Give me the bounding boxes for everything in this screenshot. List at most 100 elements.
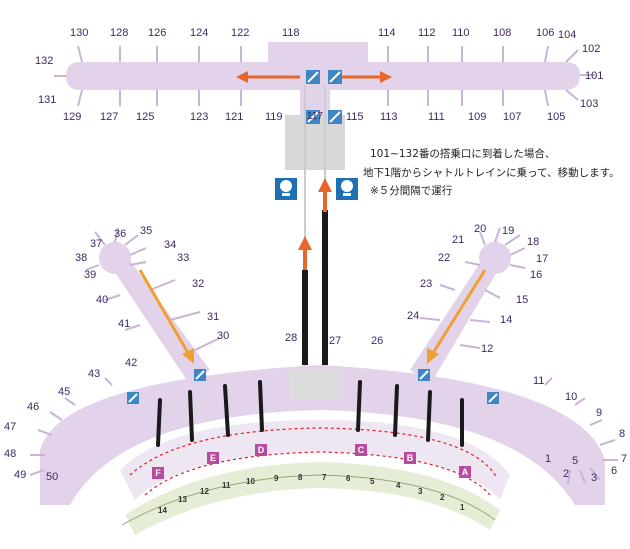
gate-1: 1 [545, 453, 551, 465]
concourse-direction-arrows [236, 71, 392, 83]
gate-132: 132 [35, 55, 53, 67]
gate-130: 130 [70, 27, 88, 39]
gate-16: 16 [530, 269, 542, 281]
gate-113: 113 [380, 111, 398, 123]
gate-105: 105 [547, 111, 565, 123]
gate-26: 26 [371, 335, 383, 347]
gate-112: 112 [418, 27, 436, 39]
gate-127: 127 [100, 111, 118, 123]
counter-11: 11 [222, 481, 231, 490]
counter-9: 9 [274, 474, 279, 483]
counter-1: 1 [460, 503, 465, 512]
gate-38: 38 [75, 252, 87, 264]
gate-118: 118 [282, 27, 300, 39]
gate-111: 111 [428, 111, 445, 123]
gate-5: 5 [572, 455, 578, 467]
gate-34: 34 [164, 239, 176, 251]
gate-49: 49 [14, 469, 26, 481]
gate-121: 121 [225, 111, 243, 123]
counter-8: 8 [298, 473, 303, 482]
gate-50: 50 [46, 471, 58, 483]
counter-10: 10 [246, 477, 255, 486]
gate-42: 42 [125, 357, 137, 369]
gate-7: 7 [621, 453, 627, 465]
gate-114: 114 [378, 27, 396, 39]
gate-labels: 130 128 126 124 122 118 114 112 110 108 … [4, 27, 627, 484]
gate-101: 101 [585, 70, 603, 82]
gate-41: 41 [118, 318, 130, 330]
gate-3: 3 [591, 472, 597, 484]
gate-23: 23 [420, 278, 432, 290]
gate-102: 102 [582, 43, 600, 55]
gate-9: 9 [596, 407, 602, 419]
gate-17: 17 [536, 253, 548, 265]
shuttle-station [290, 370, 340, 400]
counter-13: 13 [178, 495, 187, 504]
gate-125: 125 [136, 111, 154, 123]
zone-label-a: A [462, 467, 469, 477]
zone-label-d: D [258, 445, 265, 455]
gate-2: 2 [563, 468, 569, 480]
checkin-zone-markers: F E D C B A [152, 444, 471, 479]
gate-47: 47 [4, 421, 16, 433]
gate-22: 22 [438, 252, 450, 264]
gate-131: 131 [38, 94, 56, 106]
counter-14: 14 [158, 506, 167, 515]
gate-128: 128 [110, 27, 128, 39]
shuttle-notice: 101~132番の搭乗口に到着した場合、 地下1階からシャトルトレインに乗って、… [363, 147, 620, 197]
gate-30: 30 [217, 330, 229, 342]
counter-4: 4 [396, 481, 401, 490]
shuttle-train-icon [275, 178, 358, 200]
counter-6: 6 [346, 474, 351, 483]
counter-7: 7 [322, 473, 327, 482]
gate-109: 109 [468, 111, 486, 123]
gate-37: 37 [90, 238, 102, 250]
notice-line-2: 地下1階からシャトルトレインに乗って、移動します。 [363, 166, 620, 179]
gate-36: 36 [114, 228, 126, 240]
gate-27: 27 [329, 335, 341, 347]
gate-107: 107 [503, 111, 521, 123]
gate-129: 129 [63, 111, 81, 123]
gate-126: 126 [148, 27, 166, 39]
gate-123: 123 [190, 111, 208, 123]
gate-19: 19 [502, 225, 514, 237]
counter-12: 12 [200, 487, 209, 496]
gate-119: 119 [265, 111, 283, 123]
counter-5: 5 [370, 477, 375, 486]
gate-6: 6 [611, 465, 617, 477]
gate-32: 32 [192, 278, 204, 290]
gate-45: 45 [58, 386, 70, 398]
gate-21: 21 [452, 234, 464, 246]
gate-108: 108 [493, 27, 511, 39]
counter-2: 2 [440, 493, 445, 502]
gate-106: 106 [536, 27, 554, 39]
gate-115: 115 [346, 111, 364, 123]
zone-label-f: F [155, 468, 161, 478]
gate-31: 31 [207, 311, 219, 323]
gate-20: 20 [474, 223, 486, 235]
gate-28: 28 [285, 332, 297, 344]
gate-48: 48 [4, 448, 16, 460]
gate-33: 33 [177, 252, 189, 264]
counter-3: 3 [418, 487, 423, 496]
gate-110: 110 [452, 27, 470, 39]
notice-line-1: 101~132番の搭乗口に到着した場合、 [370, 147, 555, 160]
gate-39: 39 [84, 269, 96, 281]
boarding-bridges [156, 380, 464, 447]
gate-46: 46 [27, 401, 39, 413]
zone-label-c: C [358, 445, 365, 455]
concourse-building [54, 42, 595, 170]
shuttle-track [302, 85, 328, 370]
gate-35: 35 [140, 225, 152, 237]
gate-18: 18 [527, 236, 539, 248]
gate-spokes [29, 227, 618, 485]
gate-10: 10 [565, 391, 577, 403]
gate-15: 15 [516, 294, 528, 306]
notice-line-3: ※５分間隔で運行 [370, 184, 453, 197]
walkway-arrow [138, 269, 487, 364]
gate-104: 104 [558, 29, 576, 41]
gate-8: 8 [619, 428, 625, 440]
gate-117: 117 [307, 111, 323, 122]
gate-124: 124 [190, 27, 208, 39]
